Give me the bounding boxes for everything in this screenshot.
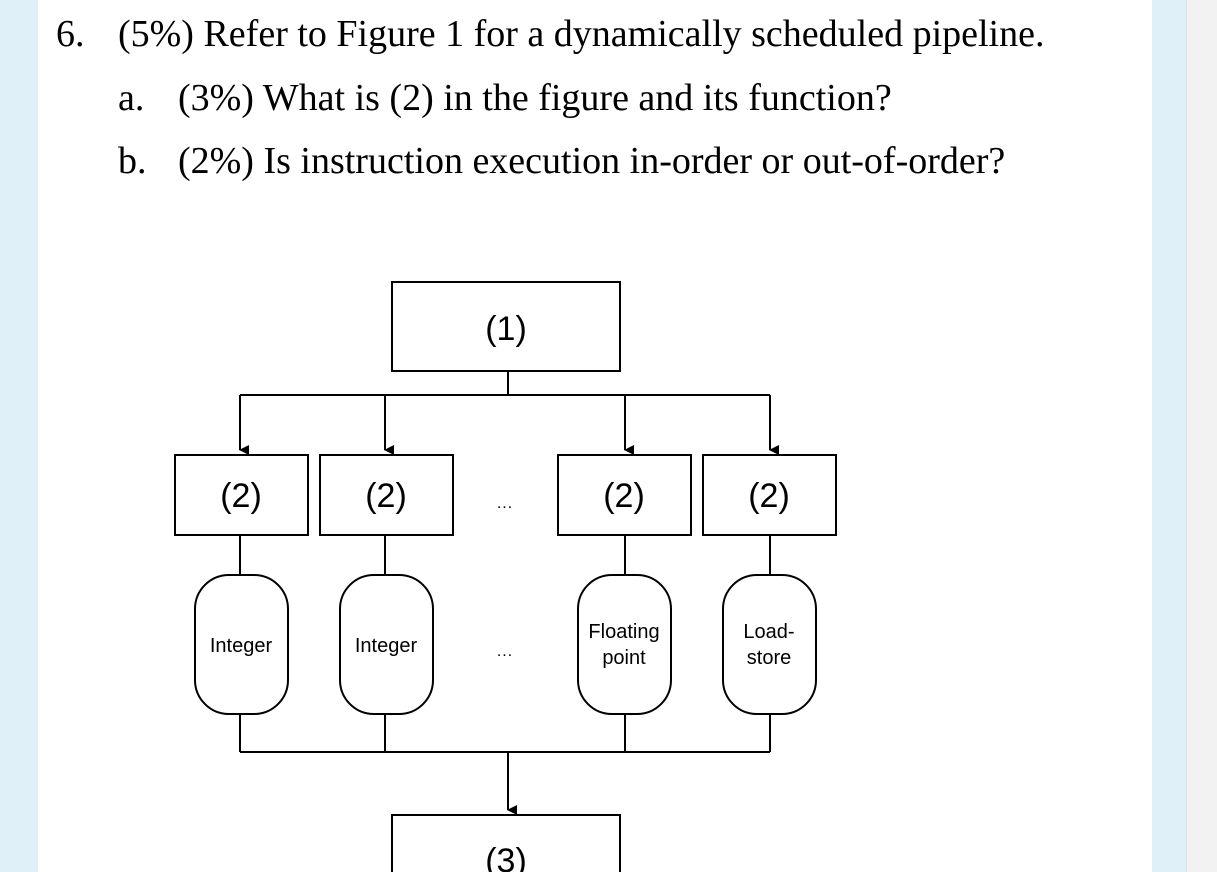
question-text: (5%) Refer to Figure 1 for a dynamically… bbox=[118, 13, 1045, 55]
bottom-box-label: (3) bbox=[485, 842, 527, 872]
document-page bbox=[38, 0, 1152, 872]
functional-unit-integer bbox=[194, 574, 289, 715]
reservation-station-box bbox=[174, 454, 309, 536]
question-number: 6. bbox=[56, 13, 85, 55]
functional-unit-integer bbox=[339, 574, 434, 715]
part-b-marker: b. bbox=[118, 140, 147, 182]
functional-unit-floating-point bbox=[577, 574, 672, 715]
part-a-text: (3%) What is (2) in the figure and its f… bbox=[178, 77, 892, 119]
unit-label: Load- bbox=[743, 621, 794, 643]
unit-label: Floating bbox=[588, 621, 659, 643]
reservation-station-box bbox=[319, 454, 454, 536]
station-label: (2) bbox=[220, 477, 262, 515]
ellipsis-stations: ... bbox=[497, 495, 513, 512]
commit-unit-box bbox=[391, 814, 621, 872]
unit-label: point bbox=[602, 647, 646, 669]
unit-label: Integer bbox=[210, 635, 273, 657]
ellipsis-units: ... bbox=[497, 643, 513, 660]
station-label: (2) bbox=[365, 477, 407, 515]
unit-label: Integer bbox=[355, 635, 418, 657]
part-a-marker: a. bbox=[118, 77, 145, 119]
functional-unit-load-store bbox=[722, 574, 817, 715]
part-b-text: (2%) Is instruction execution in-order o… bbox=[178, 140, 1006, 182]
top-box-label: (1) bbox=[485, 310, 527, 348]
instruction-unit-box bbox=[391, 281, 621, 372]
station-label: (2) bbox=[603, 477, 645, 515]
unit-label: store bbox=[747, 647, 791, 669]
station-label: (2) bbox=[748, 477, 790, 515]
scrollbar-track[interactable] bbox=[1186, 0, 1217, 872]
